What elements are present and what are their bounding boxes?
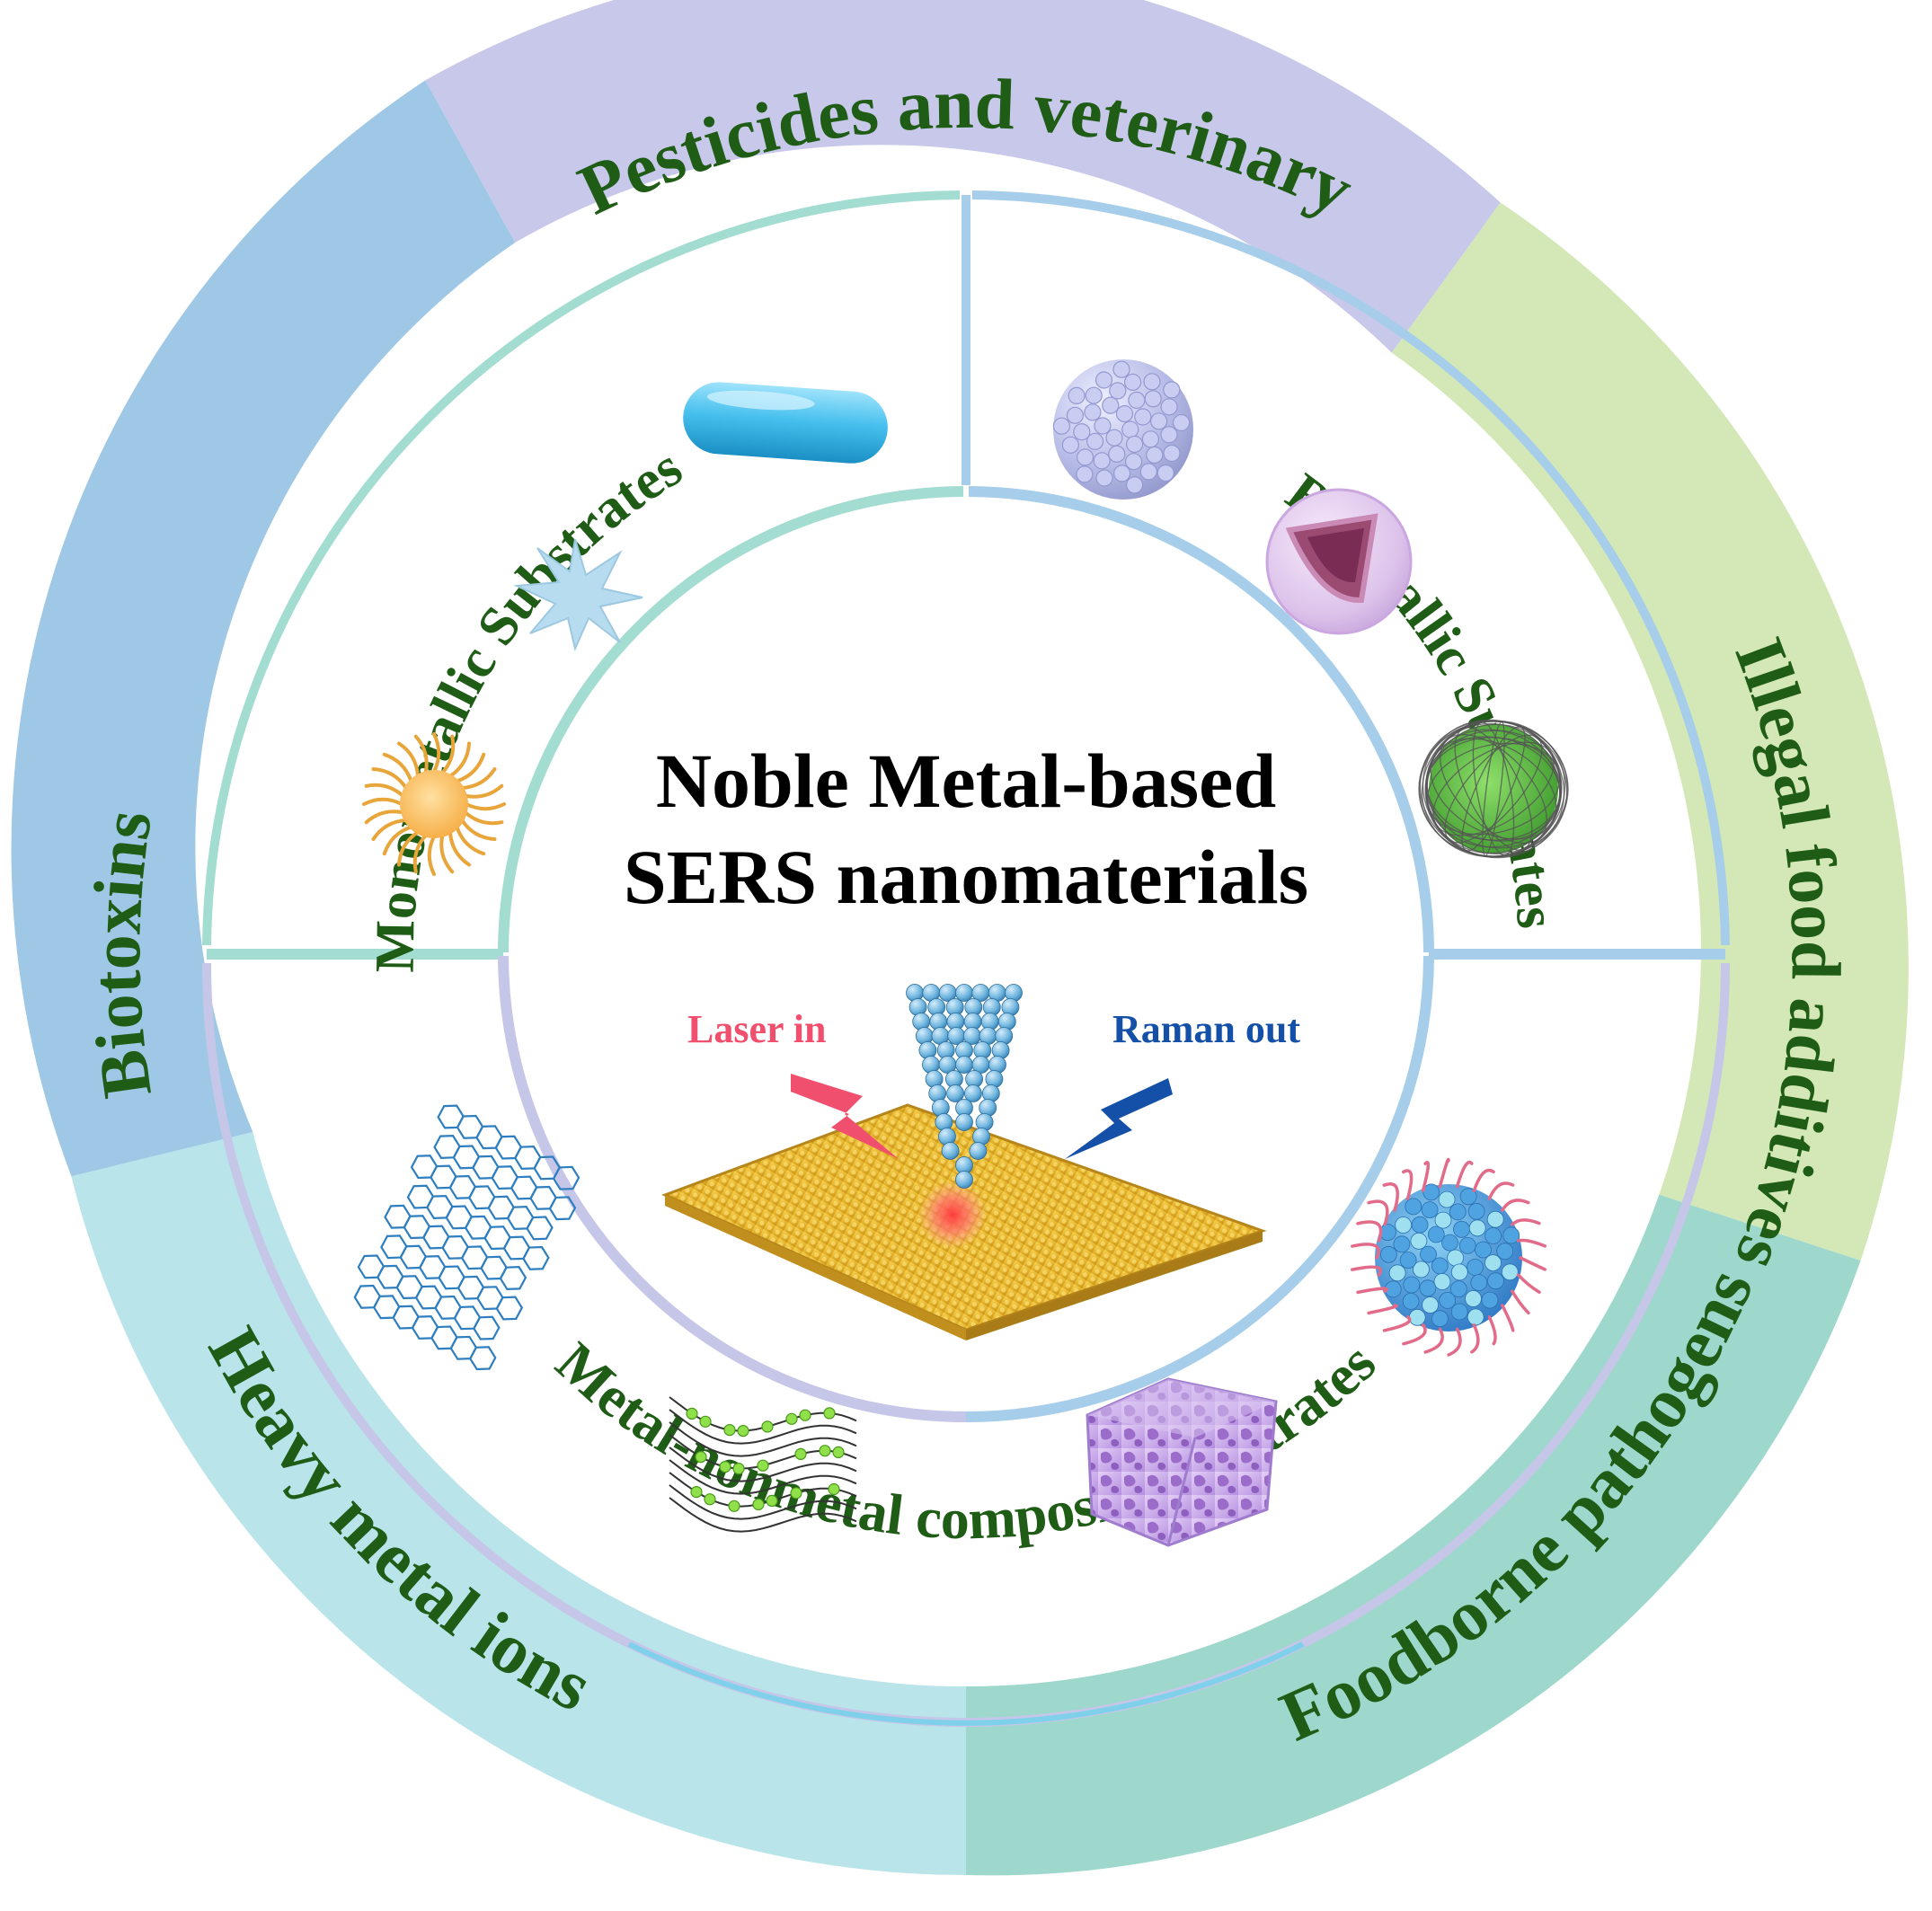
outer-segment-right (1391, 202, 1909, 1261)
outer-segment-top (425, 0, 1501, 353)
raman-out-label: Raman out (1112, 1007, 1300, 1051)
rim-top-right (971, 190, 1730, 946)
porous-cube-icon (1086, 1377, 1278, 1547)
mesh-sphere-icon (1418, 719, 1569, 859)
decorated-sheet-icon (669, 1396, 857, 1533)
nanorod-icon (683, 382, 888, 464)
center-title-line1: Noble Metal-based (656, 738, 1276, 824)
inner-rim-bottom-right (965, 955, 1434, 1422)
inner-rim-top-left (498, 486, 964, 953)
nanostar-icon (513, 538, 643, 652)
inner-rim-top-right (968, 486, 1434, 953)
functionalized-particle-icon (1351, 1157, 1546, 1357)
laser-in-label: Laser in (687, 1007, 826, 1051)
outer-segment-bottom-right (966, 1194, 1861, 1876)
label-outer-left: Biotoxins (76, 805, 166, 1102)
outer-segment-left (11, 80, 516, 1177)
core-shell-icon (1265, 488, 1413, 635)
spiky-sphere-icon (1052, 359, 1193, 500)
rim-bottom-accent (627, 1641, 1305, 1726)
raman-bolt-icon (1065, 1078, 1173, 1159)
rim-top-left (202, 190, 961, 946)
ligand-nanoparticle-icon (362, 732, 506, 876)
sers-tip-substrate-icon: Laser in Raman out (661, 984, 1300, 1340)
inner-rim-bottom-left (498, 955, 967, 1422)
graphene-icon (353, 1104, 580, 1371)
center-title-line2: SERS nanomaterials (624, 834, 1308, 920)
laser-bolt-icon (791, 1074, 899, 1159)
